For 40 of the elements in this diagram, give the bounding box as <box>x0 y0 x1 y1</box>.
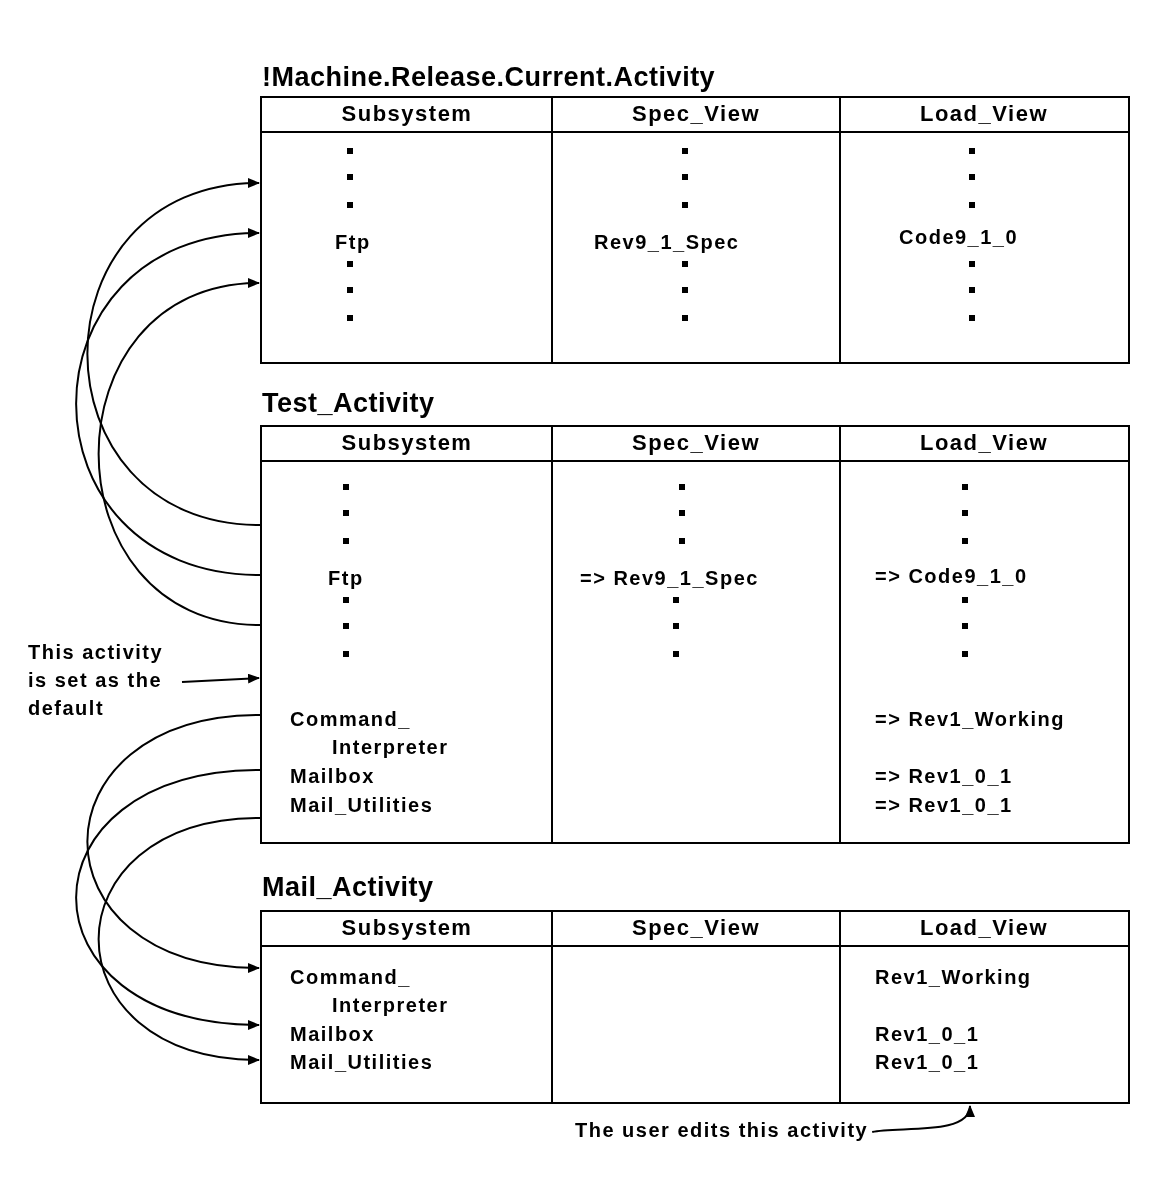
cell-text: => Rev1_0_1 <box>875 793 1013 818</box>
column-header: Spec_View <box>630 100 762 128</box>
arrow <box>181 673 260 684</box>
column-header: Subsystem <box>340 100 474 128</box>
arrow <box>97 279 261 626</box>
arrow <box>86 714 261 972</box>
cell-text: Ftp <box>328 566 364 591</box>
column-header: Spec_View <box>630 429 762 457</box>
cell-text: Ftp <box>335 230 371 255</box>
cell-text: Rev1_0_1 <box>875 1022 980 1047</box>
note-text: This activity is set as the default <box>28 638 178 722</box>
table-title: Mail_Activity <box>262 872 434 903</box>
column-header: Spec_View <box>630 914 762 942</box>
cell-text: Rev1_0_1 <box>875 1050 980 1075</box>
cell-text: Command_ Interpreter <box>290 965 450 1018</box>
column-header: Load_View <box>919 100 1049 128</box>
cell-text: Code9_1_0 <box>899 225 1019 250</box>
arrow <box>75 769 261 1029</box>
column-header: Load_View <box>919 429 1049 457</box>
column-header: Load_View <box>919 914 1049 942</box>
arrow <box>97 817 261 1064</box>
table-title: !Machine.Release.Current.Activity <box>262 62 716 93</box>
cell-text: Mailbox <box>290 764 375 789</box>
cell-text: Rev9_1_Spec <box>594 230 740 255</box>
arrow <box>86 179 261 526</box>
cell-text: => Rev1_Working <box>875 707 1065 732</box>
cell-text: Command_ Interpreter <box>290 707 450 760</box>
cell-text: Mailbox <box>290 1022 375 1047</box>
cell-text: => Rev9_1_Spec <box>580 566 759 591</box>
cell-text: Mail_Utilities <box>290 793 434 818</box>
table-title: Test_Activity <box>262 388 435 419</box>
cell-text: Rev1_Working <box>875 965 1032 990</box>
arrow <box>75 229 261 576</box>
cell-text: Mail_Utilities <box>290 1050 434 1075</box>
column-header: Subsystem <box>340 429 474 457</box>
cell-text: => Code9_1_0 <box>875 564 1028 589</box>
arrow <box>871 1105 973 1133</box>
note-text: The user edits this activity <box>575 1116 869 1144</box>
cell-text: => Rev1_0_1 <box>875 764 1013 789</box>
column-header: Subsystem <box>340 914 474 942</box>
